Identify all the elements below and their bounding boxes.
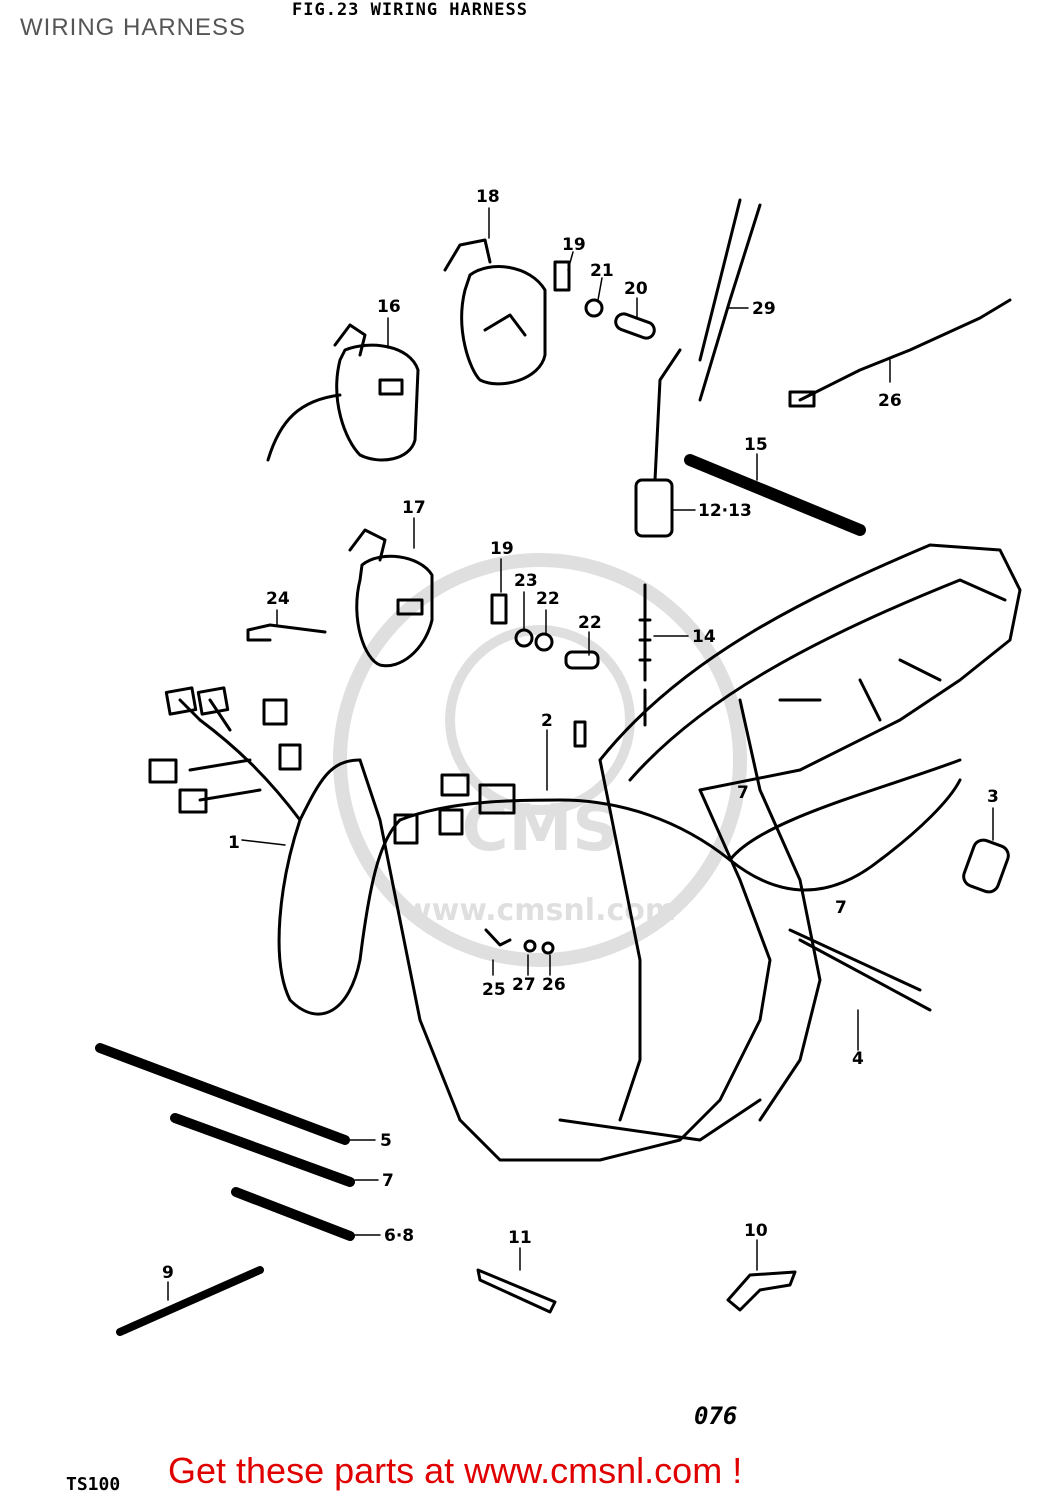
washer-23 xyxy=(514,628,534,648)
callout-27: 27 xyxy=(512,975,536,995)
bolt-19 xyxy=(553,260,571,292)
washer-22b xyxy=(534,632,554,652)
page-code: 076 xyxy=(694,1402,738,1430)
callout-25: 25 xyxy=(482,980,506,1000)
callout-21: 22 xyxy=(578,613,602,633)
callout-23: 23 xyxy=(514,571,538,591)
cap-3 xyxy=(962,838,1010,894)
callout-16: 16 xyxy=(377,297,401,317)
callout-24: 24 xyxy=(266,589,290,609)
callout-7a: 7 xyxy=(737,783,749,803)
horn-18 xyxy=(443,238,547,386)
clamp-24 xyxy=(246,623,327,642)
horn-16 xyxy=(266,323,420,462)
clip-25 xyxy=(484,928,512,947)
band-6-8 xyxy=(231,1187,355,1241)
bolt-21 xyxy=(564,650,600,670)
callout-14: 14 xyxy=(692,627,716,647)
callout-4: 4 xyxy=(852,1049,864,1069)
callout-29: 29 xyxy=(752,299,776,319)
callout-2: 2 xyxy=(541,711,553,731)
band-9 xyxy=(116,1266,264,1336)
callout-22b: 22 xyxy=(536,589,560,609)
clamp-11 xyxy=(476,1268,557,1314)
bolt-19b xyxy=(490,593,508,625)
clamp-4 xyxy=(788,928,932,1012)
nut-26 xyxy=(541,941,555,955)
washer-22 xyxy=(584,298,604,318)
callout-26a: 26 xyxy=(878,391,902,411)
band-7 xyxy=(170,1113,355,1187)
get-parts-link[interactable]: Get these parts at www.cmsnl.com ! xyxy=(168,1450,743,1491)
callouts: 18 16 17 19 21 20 29 26 15 12·13 14 19 2… xyxy=(162,187,999,1283)
horn-17 xyxy=(348,528,434,668)
callout-19b: 19 xyxy=(490,539,514,559)
svg-text:CMS: CMS xyxy=(462,792,619,866)
band-15 xyxy=(684,454,866,536)
callout-5: 5 xyxy=(380,1131,392,1151)
callout-9: 9 xyxy=(162,1263,174,1283)
washer-27 xyxy=(523,939,537,953)
callout-12-13: 12·13 xyxy=(698,501,752,521)
callout-15: 15 xyxy=(744,435,768,455)
callout-20: 20 xyxy=(624,279,648,299)
callout-10: 10 xyxy=(744,1221,768,1241)
callout-6-8: 6·8 xyxy=(384,1226,414,1246)
band-5 xyxy=(95,1043,350,1145)
callout-26b: 26 xyxy=(542,975,566,995)
callout-17: 17 xyxy=(402,498,426,518)
clamp-10 xyxy=(726,1270,797,1312)
callout-3: 3 xyxy=(987,787,999,807)
leader-lines xyxy=(167,207,994,1301)
frame xyxy=(358,543,1022,1162)
callout-7b: 7 xyxy=(835,898,847,918)
callout-7c: 7 xyxy=(382,1171,394,1191)
callout-11: 11 xyxy=(508,1228,532,1248)
main-harness xyxy=(148,686,962,1016)
page-title: WIRING HARNESS xyxy=(20,14,247,41)
callout-22a: 21 xyxy=(590,261,614,281)
model-label: TS100 xyxy=(66,1474,121,1495)
lead-wire-26 xyxy=(798,298,1012,402)
callout-1: 1 xyxy=(228,833,240,853)
switch-12-13 xyxy=(634,198,762,727)
callout-19a: 19 xyxy=(562,235,586,255)
callout-18: 18 xyxy=(476,187,500,207)
nut-20 xyxy=(614,312,656,340)
lead-wire-26-terminal xyxy=(788,390,816,408)
figure-title: FIG.23 WIRING HARNESS xyxy=(292,0,528,20)
